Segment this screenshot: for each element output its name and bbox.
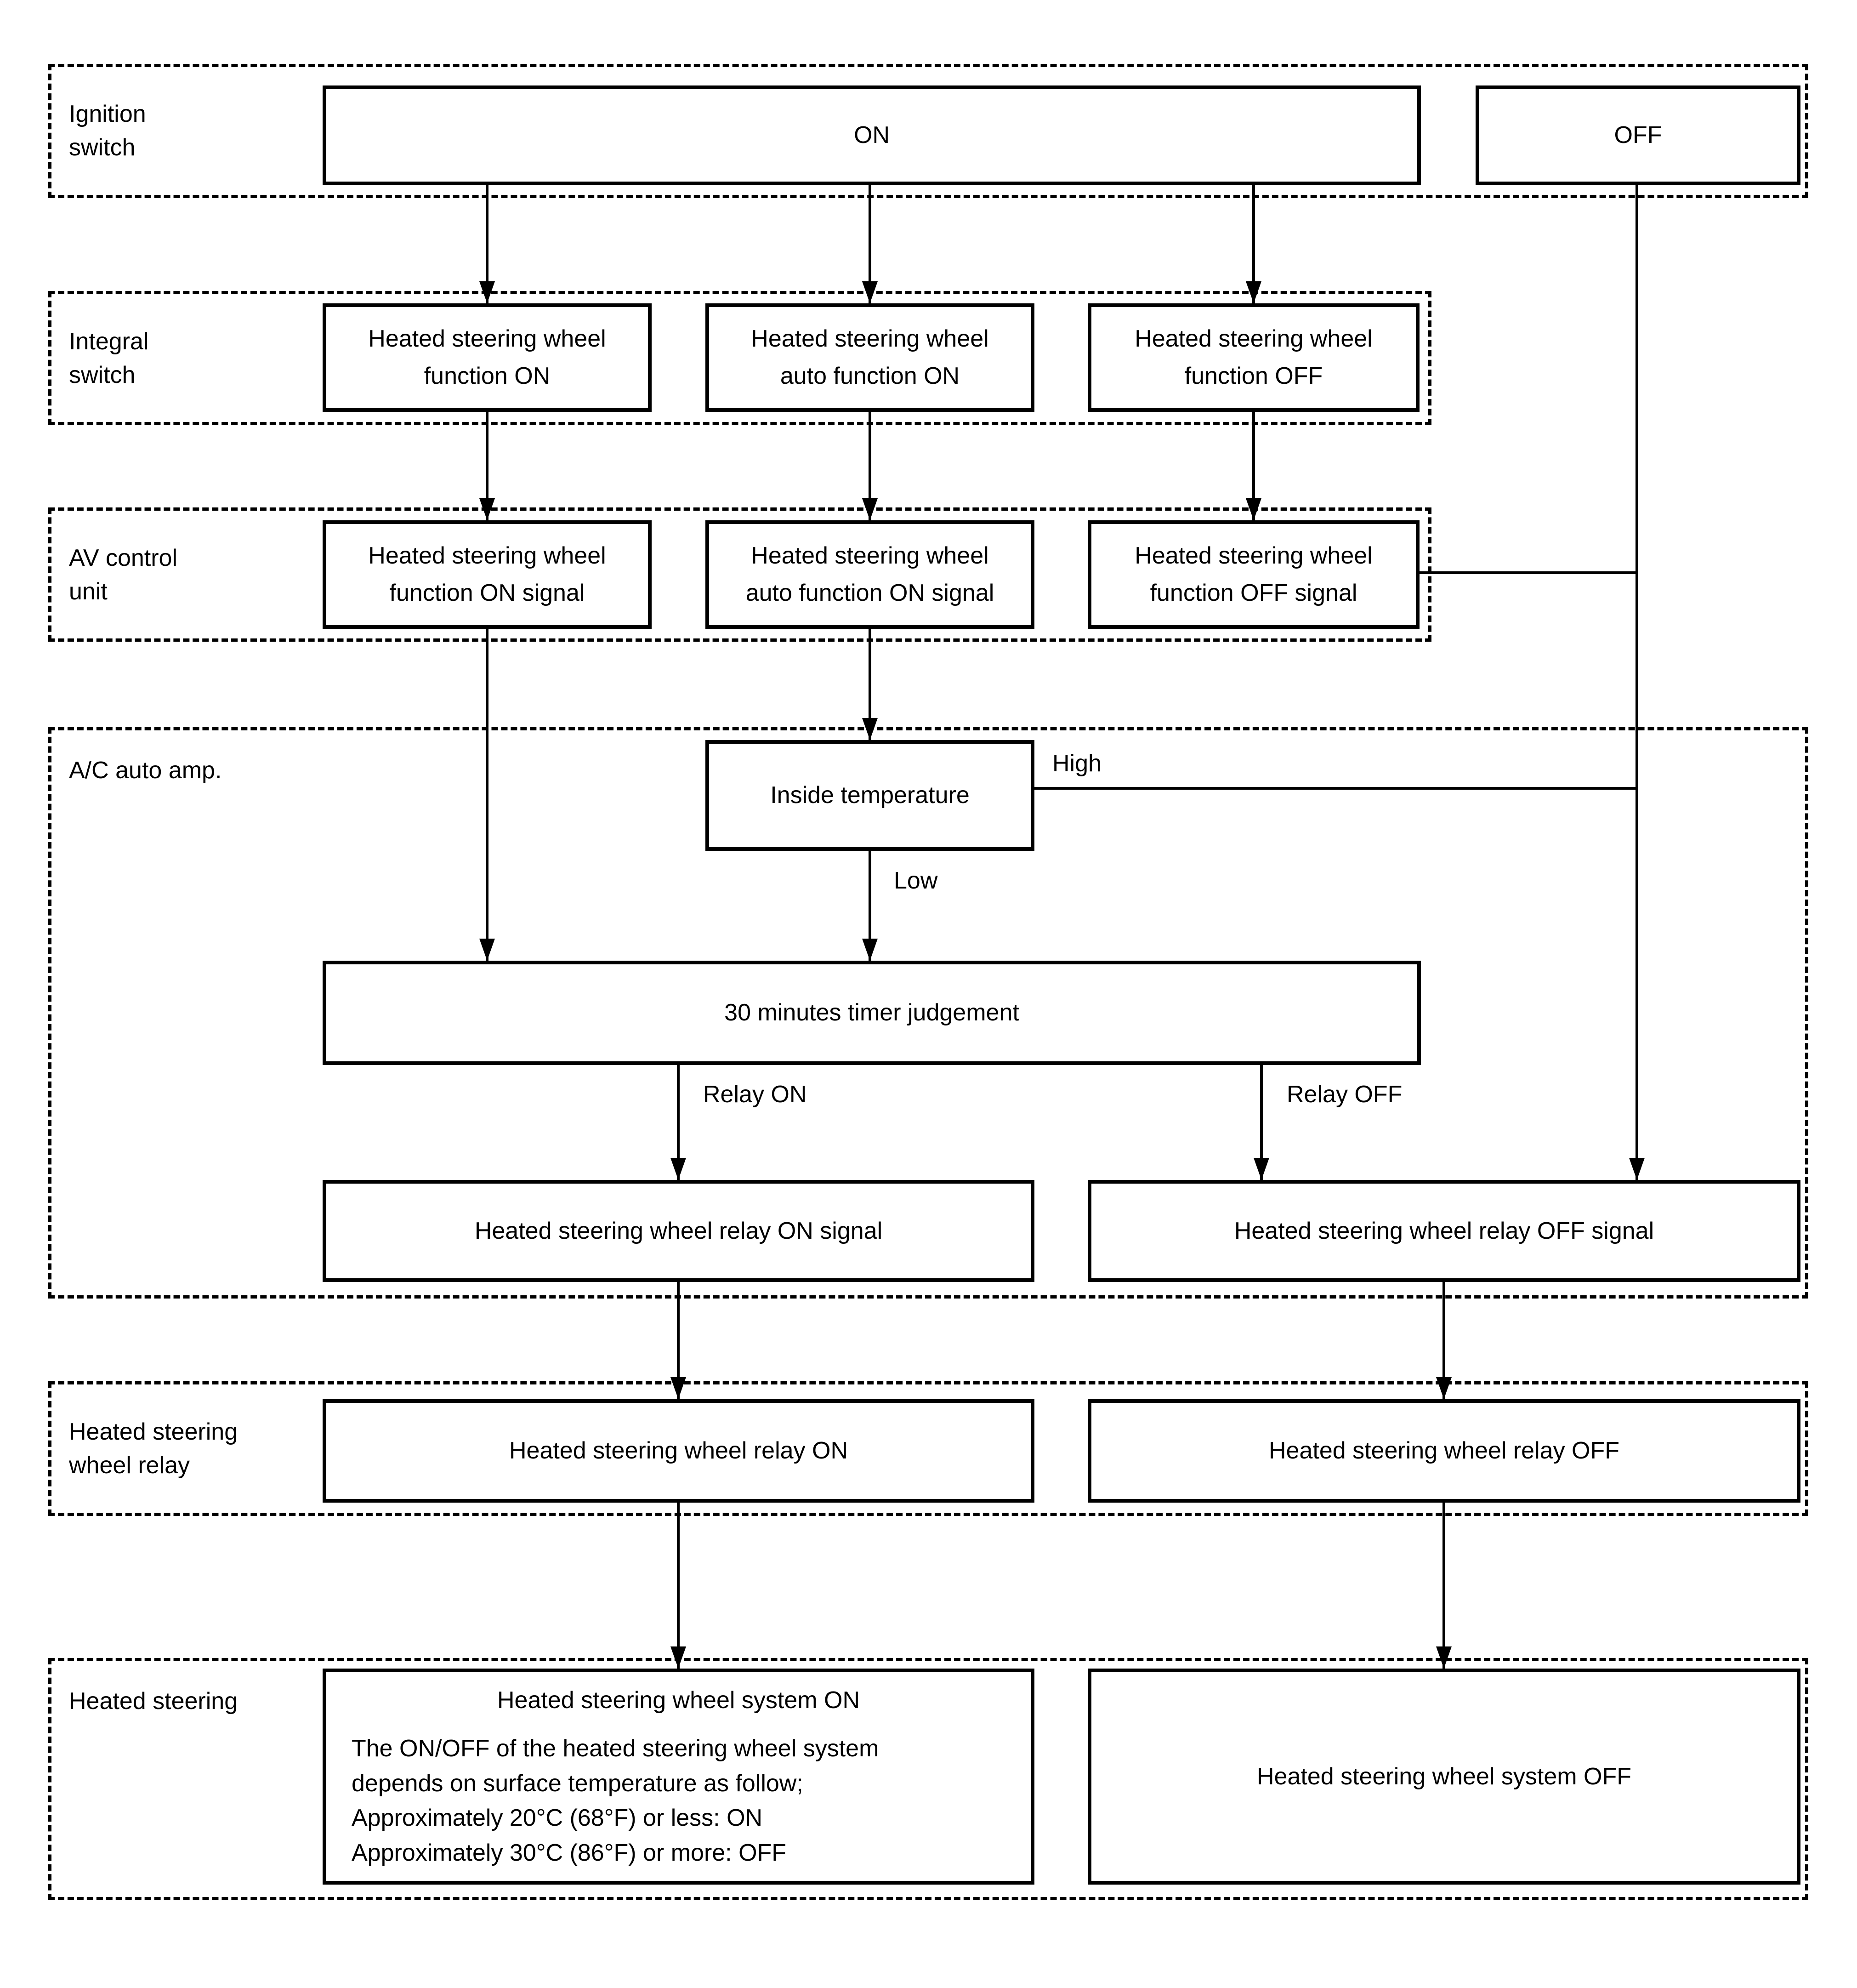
lane-label-heated-steering: Heated steering	[69, 1688, 238, 1715]
edge-on-to-integral-auto-on	[869, 185, 871, 303]
arrowhead-relay-on-signal	[670, 1158, 686, 1180]
arrowhead-integral-fn-off	[1246, 281, 1261, 303]
box-relay-off-signal: Heated steering wheel relay OFF signal	[1088, 1180, 1800, 1282]
lane-integral-switch	[48, 291, 1431, 425]
label-relay-on: Relay ON	[703, 1081, 807, 1108]
arrowhead-system-on	[670, 1646, 686, 1669]
edge-relay-off-to-system-off	[1442, 1503, 1445, 1669]
lane-heated-steering-wheel-relay	[48, 1381, 1808, 1516]
box-relay-on-signal: Heated steering wheel relay ON signal	[323, 1180, 1034, 1282]
edge-relay-on-to-system-on	[677, 1503, 680, 1669]
connector-av-fn-off-signal-to-off-line	[1420, 571, 1637, 574]
label-low: Low	[894, 867, 938, 894]
box-av-function-on-signal: Heated steering wheel function ON signal	[323, 520, 652, 629]
lane-label-ac-auto-amp: A/C auto amp.	[69, 757, 222, 784]
box-av-function-off-signal: Heated steering wheel function OFF signa…	[1088, 520, 1420, 629]
arrowhead-relay-off	[1436, 1377, 1452, 1399]
arrowhead-inside-temp	[862, 718, 878, 740]
arrowhead-timer-from-fn-on	[479, 939, 495, 961]
edge-timer-relay-on-to-relay-on-signal	[677, 1065, 680, 1180]
box-system-on: Heated steering wheel system ON The ON/O…	[323, 1669, 1034, 1885]
arrowhead-integral-fn-on	[479, 281, 495, 303]
arrowhead-av-fn-on	[479, 498, 495, 520]
arrowhead-relay-off-signal-from-ignition-off	[1629, 1158, 1645, 1180]
lane-label-av-control-unit: AV control unit	[69, 545, 178, 605]
arrowhead-timer-from-low	[862, 939, 878, 961]
lane-ignition-switch	[48, 64, 1808, 198]
label-high: High	[1052, 750, 1102, 777]
arrowhead-relay-off-signal-from-timer	[1254, 1158, 1269, 1180]
edge-inside-temp-low-to-timer	[869, 851, 871, 961]
lane-label-integral-switch: Integral switch	[69, 328, 149, 388]
arrowhead-av-fn-off	[1246, 498, 1261, 520]
system-on-note: The ON/OFF of the heated steering wheel …	[352, 1735, 879, 1866]
edge-integral-auto-on-to-av	[869, 412, 871, 520]
lane-label-ignition-switch: Ignition switch	[69, 101, 146, 161]
edge-av-auto-on-signal-to-inside-temp	[869, 629, 871, 740]
box-timer-judgement: 30 minutes timer judgement	[323, 961, 1421, 1065]
box-relay-on: Heated steering wheel relay ON	[323, 1399, 1034, 1503]
edge-timer-relay-off-to-relay-off-signal	[1260, 1065, 1263, 1180]
arrowhead-relay-on	[670, 1377, 686, 1399]
system-on-title: Heated steering wheel system ON	[497, 1687, 860, 1714]
edge-integral-fn-off-to-av	[1252, 412, 1255, 520]
box-system-off: Heated steering wheel system OFF	[1088, 1669, 1800, 1885]
edge-integral-fn-on-to-av	[486, 412, 488, 520]
box-inside-temperature: Inside temperature	[705, 740, 1034, 851]
lane-heated-steering	[48, 1658, 1808, 1900]
edge-av-fn-on-signal-to-timer	[486, 629, 488, 961]
edge-on-to-integral-fn-on	[486, 185, 488, 303]
connector-inside-temp-high-to-off-line	[1034, 787, 1637, 790]
arrowhead-integral-auto-on	[862, 281, 878, 303]
box-ignition-on: ON	[323, 85, 1421, 185]
box-av-auto-function-on-signal: Heated steering wheel auto function ON s…	[705, 520, 1034, 629]
box-relay-off: Heated steering wheel relay OFF	[1088, 1399, 1800, 1503]
edge-ignition-off-to-relay-off-signal	[1636, 185, 1638, 1180]
box-ignition-off: OFF	[1476, 85, 1800, 185]
box-integral-function-on: Heated steering wheel function ON	[323, 303, 652, 412]
arrowhead-system-off	[1436, 1646, 1452, 1669]
edge-relay-off-signal-to-relay-off	[1442, 1282, 1445, 1399]
edge-relay-on-signal-to-relay-on	[677, 1282, 680, 1399]
lane-ac-auto-amp	[48, 727, 1808, 1299]
lane-label-heated-steering-wheel-relay: Heated steering wheel relay	[69, 1418, 238, 1479]
box-integral-auto-function-on: Heated steering wheel auto function ON	[705, 303, 1034, 412]
arrowhead-av-auto-on	[862, 498, 878, 520]
lane-av-control-unit	[48, 507, 1431, 642]
label-relay-off: Relay OFF	[1287, 1081, 1403, 1108]
edge-on-to-integral-fn-off	[1252, 185, 1255, 303]
box-integral-function-off: Heated steering wheel function OFF	[1088, 303, 1420, 412]
